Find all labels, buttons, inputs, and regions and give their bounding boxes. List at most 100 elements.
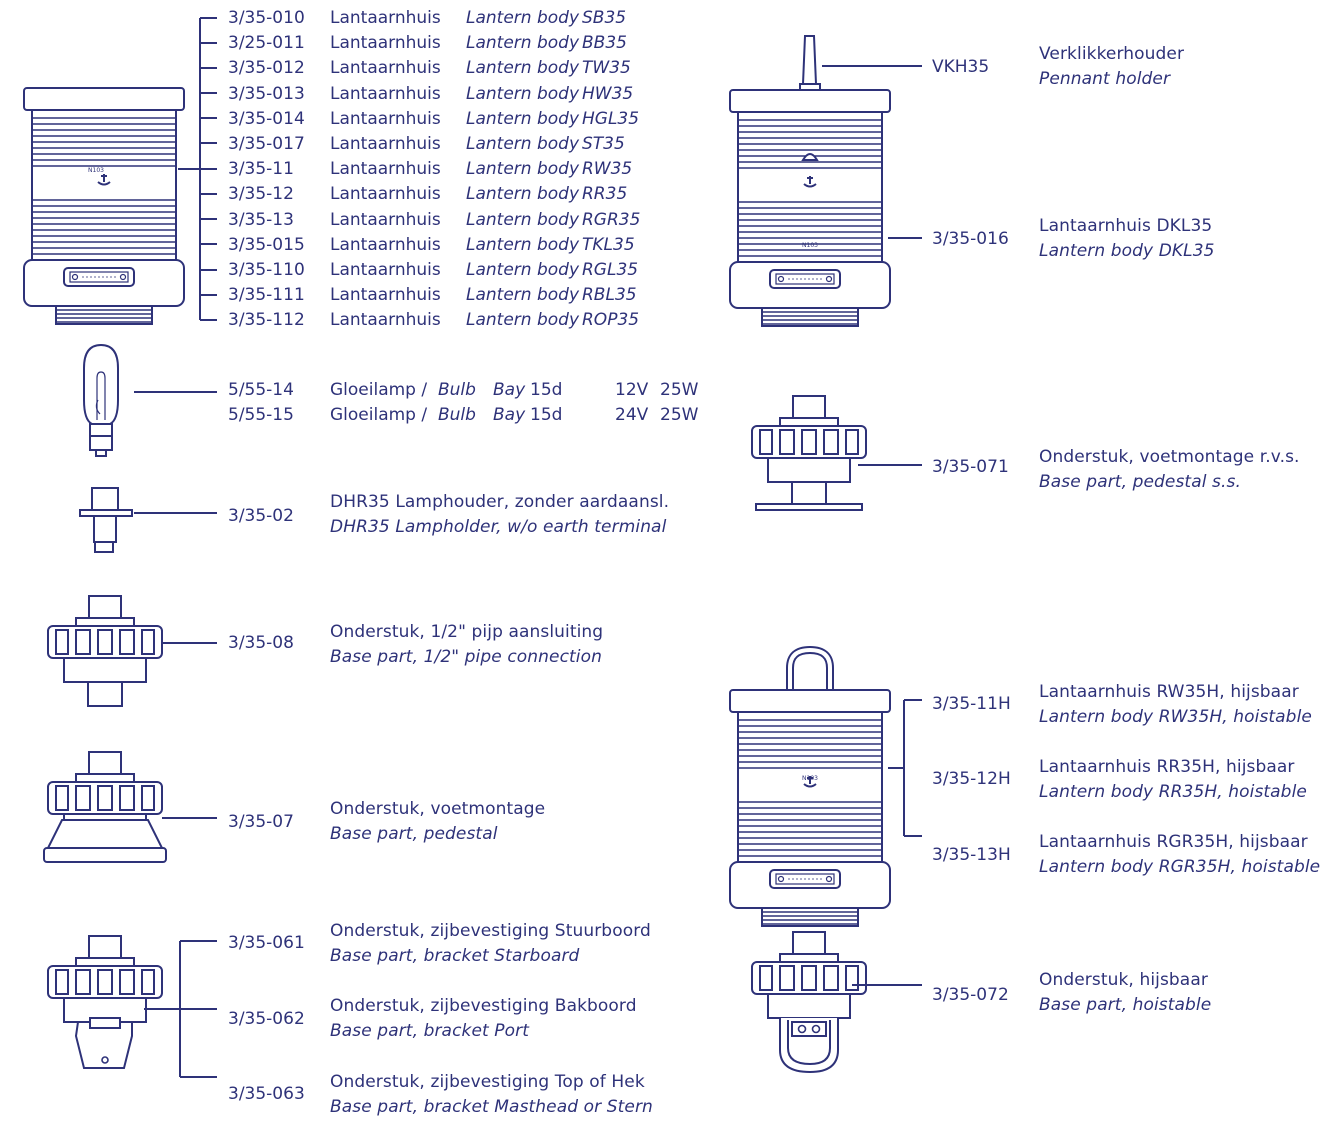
lantern-nl: Lantaarnhuis bbox=[330, 285, 441, 306]
svg-text:N103: N103 bbox=[802, 242, 818, 249]
lantern-nl: Lantaarnhuis bbox=[330, 134, 441, 154]
bulb-voltage: 12V bbox=[615, 380, 649, 400]
lantern-type: HW35 bbox=[582, 83, 634, 104]
bulb-wattage: 25W bbox=[660, 380, 699, 400]
lantern-type: RBL35 bbox=[582, 285, 637, 306]
lantern-code: 3/35-013 bbox=[228, 83, 305, 104]
lantern-code: 3/35-015 bbox=[228, 234, 305, 255]
hoist-nl-2: Lantaarnhuis RR35H, hijsbaar bbox=[1039, 757, 1295, 777]
lantern-nl: Lantaarnhuis bbox=[330, 260, 441, 280]
lantern-code: 3/35-11 bbox=[228, 159, 294, 180]
lantern-type: HGL35 bbox=[582, 108, 640, 129]
pennant-code: VKH35 bbox=[932, 57, 990, 77]
base-pipe-nl: Onderstuk, 1/2" pijp aansluiting bbox=[330, 622, 604, 642]
lantern-nl: Lantaarnhuis bbox=[330, 209, 441, 230]
lantern-code: 3/35-014 bbox=[228, 108, 305, 129]
lantern-en: Lantern body bbox=[466, 310, 579, 331]
hoist-en-3: Lantern body RGR35H, hoistable bbox=[1039, 857, 1321, 877]
base-pipe-code: 3/35-08 bbox=[228, 633, 294, 653]
lantern-type: RGL35 bbox=[582, 260, 639, 280]
bulb-base-size: 15d bbox=[530, 405, 563, 425]
bulb-nl: Gloeilamp / bbox=[330, 405, 428, 425]
bracket-nl-2: Onderstuk, zijbevestiging Bakboord bbox=[330, 996, 637, 1016]
bracket-leader bbox=[144, 940, 217, 1078]
bracket-code-2: 3/35-062 bbox=[228, 1009, 305, 1029]
bracket-code-1: 3/35-061 bbox=[228, 933, 305, 953]
base-hoist-en: Base part, hoistable bbox=[1039, 995, 1212, 1015]
bulb-code: 5/55-15 bbox=[228, 405, 294, 425]
dkl-code: 3/35-016 bbox=[932, 229, 1009, 249]
base-pedestal-nl: Onderstuk, voetmontage bbox=[330, 799, 546, 819]
lantern-code: 3/35-110 bbox=[228, 260, 305, 280]
lantern-type: TKL35 bbox=[582, 234, 635, 255]
lampholder-drawing bbox=[79, 487, 133, 553]
hoist-code-1: 3/35-11H bbox=[932, 694, 1011, 714]
base-pedestal-en: Base part, pedestal bbox=[330, 824, 498, 844]
hoist-en-1: Lantern body RW35H, hoistable bbox=[1039, 707, 1312, 727]
lantern-en: Lantern body bbox=[466, 285, 579, 306]
bracket-en-2: Base part, bracket Port bbox=[330, 1021, 529, 1041]
lantern-code: 3/35-111 bbox=[228, 285, 305, 306]
pedestal-ss-nl: Onderstuk, voetmontage r.v.s. bbox=[1039, 447, 1300, 467]
pennant-nl: Verklikkerhouder bbox=[1039, 44, 1185, 64]
lantern-nl: Lantaarnhuis bbox=[330, 8, 441, 28]
lantern-en: Lantern body bbox=[466, 209, 579, 230]
lantern-code: 3/35-12 bbox=[228, 184, 294, 205]
hoist-code-2: 3/35-12H bbox=[932, 769, 1011, 789]
lantern-en: Lantern body bbox=[466, 159, 579, 180]
dkl-en: Lantern body DKL35 bbox=[1039, 241, 1215, 261]
pennant-holder-drawing bbox=[799, 35, 821, 91]
lantern-type: RR35 bbox=[582, 184, 628, 205]
bulb-voltage: 24V bbox=[615, 405, 649, 425]
hoistable-leader bbox=[888, 699, 922, 837]
base-hoist-nl: Onderstuk, hijsbaar bbox=[1039, 970, 1208, 990]
hoist-en-2: Lantern body RR35H, hoistable bbox=[1039, 782, 1307, 802]
lantern-type: RW35 bbox=[582, 159, 633, 180]
hoist-nl-3: Lantaarnhuis RGR35H, hijsbaar bbox=[1039, 832, 1308, 852]
bracket-code-3: 3/35-063 bbox=[228, 1084, 305, 1104]
bulb-wattage: 25W bbox=[660, 405, 699, 425]
lantern-type: RGR35 bbox=[582, 209, 641, 230]
lantern-type: BB35 bbox=[582, 33, 627, 54]
bulb-en: Bulb bbox=[438, 380, 476, 400]
hoist-nl-1: Lantaarnhuis RW35H, hijsbaar bbox=[1039, 682, 1299, 702]
lantern-type: ROP35 bbox=[582, 310, 640, 331]
lantern-nl: Lantaarnhuis bbox=[330, 83, 441, 104]
pennant-en: Pennant holder bbox=[1039, 69, 1171, 89]
lantern-en: Lantern body bbox=[466, 260, 579, 280]
dkl-nl: Lantaarnhuis DKL35 bbox=[1039, 216, 1213, 236]
lantern-code: 3/35-017 bbox=[228, 134, 305, 154]
lantern-nl: Lantaarnhuis bbox=[330, 58, 441, 79]
lantern-nl: Lantaarnhuis bbox=[330, 159, 441, 180]
svg-text:N103: N103 bbox=[802, 775, 818, 782]
lantern-body-drawing bbox=[23, 87, 185, 325]
lantern-nl: Lantaarnhuis bbox=[330, 234, 441, 255]
hoistable-lantern-drawing bbox=[729, 689, 891, 927]
lantern-en: Lantern body bbox=[466, 33, 579, 54]
bulb-code: 5/55-14 bbox=[228, 380, 294, 400]
lantern-nl: Lantaarnhuis bbox=[330, 184, 441, 205]
lantern-en: Lantern body bbox=[466, 83, 579, 104]
lampholder-code: 3/35-02 bbox=[228, 506, 294, 526]
base-pipe-en: Base part, 1/2" pipe connection bbox=[330, 647, 602, 667]
base-pedestal-drawing bbox=[43, 751, 167, 863]
base-hoistable-drawing bbox=[751, 931, 867, 1074]
hoist-code-3: 3/35-13H bbox=[932, 845, 1011, 865]
bracket-nl-1: Onderstuk, zijbevestiging Stuurboord bbox=[330, 921, 651, 941]
lantern-code: 3/35-13 bbox=[228, 209, 294, 230]
lantern-code: 3/35-112 bbox=[228, 310, 305, 331]
base-bracket-drawing bbox=[47, 935, 163, 1069]
lampholder-en: DHR35 Lampholder, w/o earth terminal bbox=[330, 517, 667, 537]
lantern-code: 3/35-010 bbox=[228, 8, 305, 28]
lantern-label: N103 bbox=[88, 167, 104, 174]
lantern-en: Lantern body bbox=[466, 58, 579, 79]
bulb-drawing bbox=[83, 343, 119, 457]
lantern-type: ST35 bbox=[582, 134, 625, 154]
bracket-nl-3: Onderstuk, zijbevestiging Top of Hek bbox=[330, 1072, 645, 1092]
bracket-en-1: Base part, bracket Starboard bbox=[330, 946, 580, 966]
pedestal-ss-code: 3/35-071 bbox=[932, 457, 1009, 477]
base-pedestal-ss-drawing bbox=[751, 395, 867, 511]
lantern-en: Lantern body bbox=[466, 108, 579, 129]
bulb-en: Bulb bbox=[438, 405, 476, 425]
lantern-bracket bbox=[178, 17, 217, 321]
